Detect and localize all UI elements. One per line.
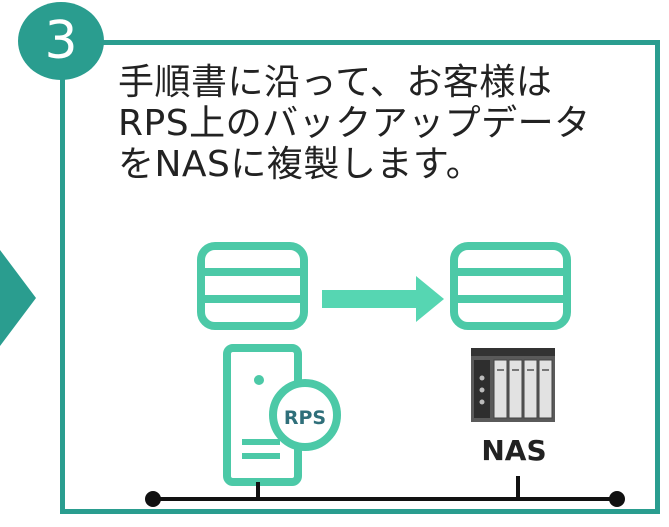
copy-arrow-icon bbox=[322, 276, 444, 322]
description-line-3: をNASに複製します。 bbox=[118, 144, 483, 185]
network-endpoint-right bbox=[609, 491, 625, 507]
step-number: 3 bbox=[44, 11, 78, 71]
nas-label: NAS bbox=[481, 434, 546, 467]
network-endpoint-left bbox=[145, 491, 161, 507]
source-database-icon bbox=[197, 242, 308, 330]
rps-label: RPS bbox=[284, 407, 326, 429]
description-line-1: 手順書に沿って、お客様は bbox=[118, 62, 553, 103]
network-line bbox=[145, 476, 625, 507]
step-number-badge: 3 bbox=[18, 2, 104, 80]
rps-badge: RPS bbox=[269, 379, 341, 451]
nas-device-icon bbox=[471, 348, 555, 422]
previous-step-arrow bbox=[0, 250, 36, 346]
destination-database-icon bbox=[450, 242, 571, 330]
description-line-2: RPS上のバックアップデータ bbox=[118, 103, 591, 144]
step-description: 手順書に沿って、お客様は RPS上のバックアップデータ をNASに複製します。 bbox=[118, 62, 638, 185]
